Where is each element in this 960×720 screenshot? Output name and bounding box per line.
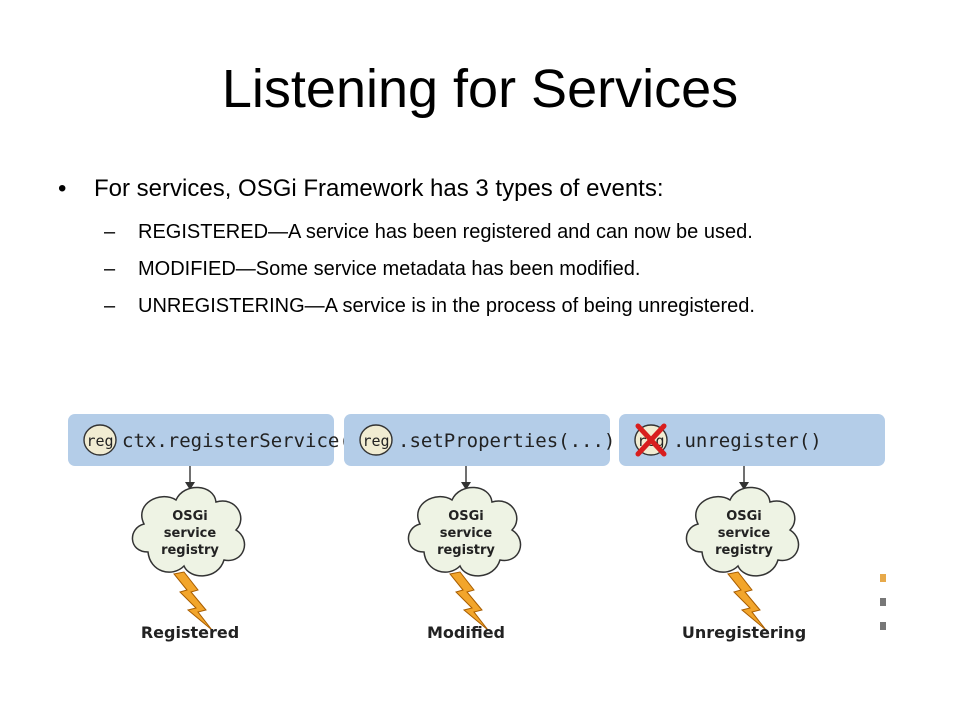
- method-call-label: .unregister(): [673, 430, 822, 452]
- event-panel-unregistering: reg.unregister()OSGiserviceregistryUnreg…: [619, 414, 885, 642]
- event-panel-modified: reg .setProperties(...) OSGi service registr…: [344, 414, 615, 642]
- sub-dash: –: [104, 295, 116, 317]
- sub-dash: –: [104, 221, 116, 243]
- reg-badge-label: reg: [362, 432, 389, 450]
- slide-title: Listening for Services: [221, 59, 739, 119]
- sub-item-modified: – MODIFIED—Some service metadata has bee…: [104, 255, 898, 283]
- bullet-list: • For services, OSGi Framework has 3 typ…: [58, 172, 898, 329]
- cloud-label: service: [718, 526, 771, 541]
- bullet-text: For services, OSGi Framework has 3 types…: [94, 175, 664, 202]
- cloud-label: OSGi: [726, 509, 762, 524]
- event-label: Registered: [141, 623, 239, 642]
- reg-badge-label: reg: [86, 432, 113, 450]
- panel-box: [619, 414, 885, 466]
- sub-list: – REGISTERED—A service has been register…: [104, 218, 898, 320]
- bullet-main: • For services, OSGi Framework has 3 typ…: [58, 172, 898, 206]
- event-label: Modified: [427, 623, 505, 642]
- sub-item-registered: – REGISTERED—A service has been register…: [104, 218, 898, 246]
- event-label: Unregistering: [682, 623, 806, 642]
- lightning-bolt-icon: [727, 571, 767, 631]
- reg-badge: [83, 424, 117, 456]
- cloud-label: registry: [161, 543, 219, 558]
- method-call-label: .setProperties(...): [398, 430, 615, 452]
- registry-cloud: [685, 486, 800, 577]
- cloud-label: service: [164, 526, 217, 541]
- arrow-head: [461, 482, 471, 490]
- bullet-dot: •: [58, 175, 67, 202]
- cloud-label: registry: [715, 543, 773, 558]
- edge-mark: [880, 598, 886, 606]
- cloud-label: registry: [437, 543, 495, 558]
- lightning-bolt-icon: [449, 571, 489, 631]
- cross-icon: [635, 423, 667, 457]
- sub-text: MODIFIED—Some service metadata has been …: [138, 258, 641, 280]
- cloud-label: OSGi: [448, 509, 484, 524]
- cloud-label: OSGi: [172, 509, 208, 524]
- sub-text: UNREGISTERING—A service is in the proces…: [138, 295, 755, 317]
- reg-badge: [359, 424, 393, 456]
- panel-box: [344, 414, 610, 466]
- arrow-head: [739, 482, 749, 490]
- lightning-bolt-icon: [173, 571, 213, 631]
- sub-text: REGISTERED—A service has been registered…: [138, 221, 753, 243]
- panel-box: [68, 414, 334, 466]
- cropped-edge-marks: [880, 574, 886, 630]
- edge-mark: [880, 622, 886, 630]
- cloud-label: service: [440, 526, 493, 541]
- arrow-head: [185, 482, 195, 490]
- cross-stroke: [635, 423, 667, 457]
- registry-cloud: [407, 486, 522, 577]
- sub-item-unregistering: – UNREGISTERING—A service is in the proc…: [104, 292, 898, 320]
- sub-dash: –: [104, 258, 116, 280]
- edge-mark: [880, 574, 886, 582]
- method-call-label: ctx.registerService(...): [122, 430, 397, 452]
- registry-cloud: [131, 486, 246, 577]
